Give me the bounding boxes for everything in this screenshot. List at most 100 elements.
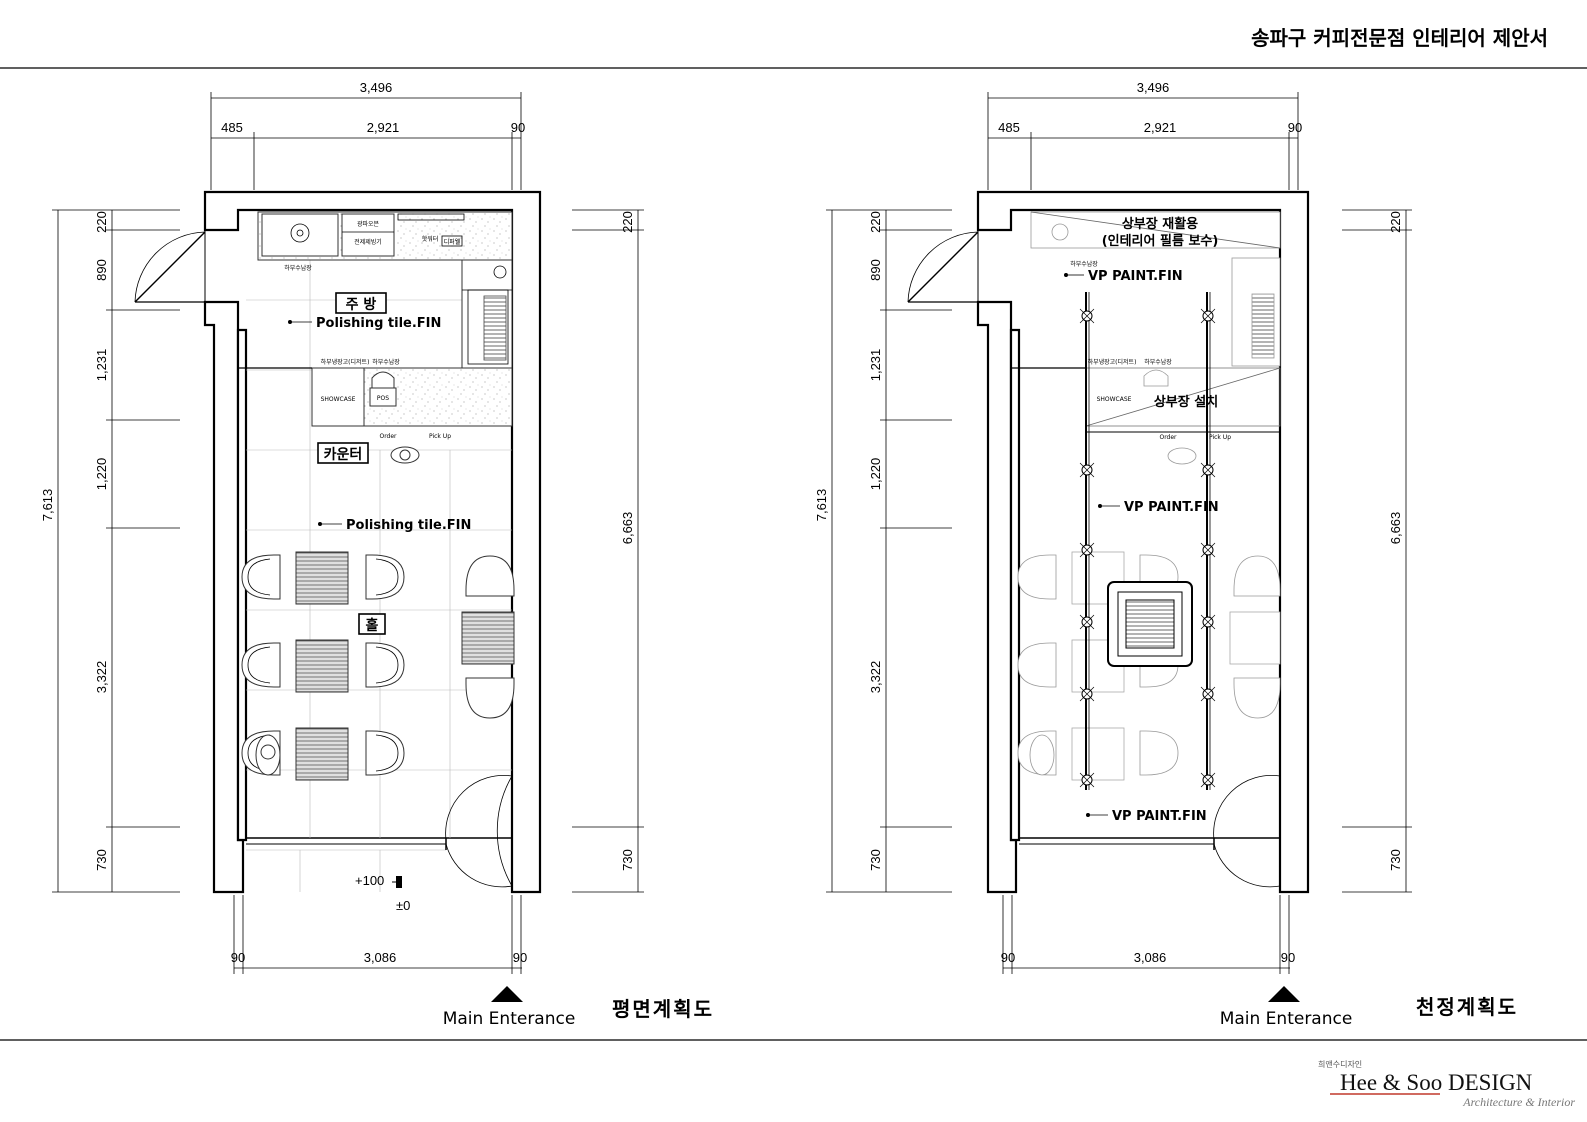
ceiling-ac-cassette-icon: [1107, 581, 1193, 667]
fixture-dessert-fridge: 하부냉장고(디저트): [321, 358, 370, 366]
seated-figure: [255, 734, 281, 776]
floor-plan-title: 평면계획도: [612, 997, 714, 1021]
ceiling-dim-overall-width: 3,496: [1137, 80, 1170, 95]
dim-bottom-inner: 3,086: [364, 950, 397, 965]
ceiling-left-dimensions: 7,613 220 890 1,231 1,220 3,322 730: [814, 209, 952, 893]
ceiling-wall-top: [976, 190, 1310, 894]
ceiling-fixture-dessert-fridge: 하부냉장고(디저트): [1088, 358, 1137, 366]
ceiling-right-dimensions: 220 6,663 730: [1342, 209, 1412, 893]
ceiling-dim-seg-730: 730: [868, 849, 883, 871]
ceiling-fixture-order: Order: [1159, 434, 1177, 441]
dim-seg-890: 890: [94, 259, 109, 281]
logo-tagline: Architecture & Interior: [1462, 1095, 1575, 1109]
table-row-3: [241, 727, 405, 781]
fixture-pickup: Pick Up: [429, 433, 451, 440]
spotlight-icons: [1079, 308, 1216, 788]
fixture-pos: POS: [377, 395, 389, 402]
floor-entrance-label: Main Enterance: [443, 1009, 576, 1029]
dim-right-offset: 90: [511, 120, 525, 135]
dim-left-offset: 485: [221, 120, 243, 135]
ceiling-dim-bottom-right: 90: [1281, 950, 1295, 965]
note-cabinet-film: (인테리어 필름 보수): [1102, 233, 1219, 249]
kitchen-finish: Polishing tile.FIN: [316, 316, 441, 331]
company-logo: 희앤수디자인 Hee & Soo DESIGN Architecture & I…: [1318, 1059, 1575, 1109]
floor-plan: 3,496 485 2,921 90 7,613 220 890 1,231 1…: [40, 80, 714, 1029]
hall-label: 홀: [366, 617, 379, 634]
dim-seg-1220: 1,220: [94, 458, 109, 491]
ceiling-dim-right-height: 6,663: [1388, 512, 1403, 545]
fixture-ice-maker: 전제제빙기: [354, 238, 382, 246]
dim-seg-1231: 1,231: [94, 349, 109, 382]
level-bottom: ±0: [396, 898, 410, 913]
counter-label: 카운터: [324, 447, 363, 463]
ceiling-entrance-label: Main Enterance: [1220, 1009, 1353, 1029]
lighting-track-right: [1206, 292, 1211, 790]
table-right: [461, 555, 515, 719]
ceiling-entrance-arrow-icon: [1268, 986, 1300, 1002]
ceiling-fixture-lower-storage-2: 하부수납장: [1144, 358, 1172, 366]
ceiling-dim-bottom-left: 90: [1001, 950, 1015, 965]
bottom-dimensions: 90 3,086 90: [231, 895, 527, 974]
ceiling-fixture-lower-storage-1: 하부수납장: [1070, 260, 1098, 268]
fixture-oven: 광파오븐: [357, 220, 380, 228]
ceiling-dim-right-offset: 90: [1288, 120, 1302, 135]
ceiling-dim-seg-890: 890: [868, 259, 883, 281]
logo-korean: 희앤수디자인: [1318, 1059, 1362, 1069]
dim-overall-width: 3,496: [360, 80, 393, 95]
ceiling-dim-seg-1231: 1,231: [868, 349, 883, 382]
ceiling-plan: 3,496 485 2,921 90 7,613 220 890 1,231 1…: [814, 80, 1518, 1029]
dim-right-height: 6,663: [620, 512, 635, 545]
table-row-2: [241, 639, 405, 693]
level-top: +100: [355, 873, 384, 888]
top-dimensions: 3,496 485 2,921 90: [210, 80, 525, 190]
ceiling-dim-right-bottom: 730: [1388, 849, 1403, 871]
ceiling-fixture-showcase: SHOWCASE: [1097, 396, 1132, 403]
dim-total-height: 7,613: [40, 489, 55, 522]
ceiling-dim-total-height: 7,613: [814, 489, 829, 522]
counter-label-box: [317, 442, 369, 464]
wall-left-inner: [236, 328, 248, 842]
fixture-hot-water: 핫워터: [422, 235, 439, 243]
note-cabinet-install: 상부장 설치: [1154, 394, 1218, 410]
ceiling-main-door: [1213, 774, 1281, 892]
finish-top: VP PAINT.FIN: [1088, 269, 1183, 284]
fixture-lower-storage-1: 하부수납장: [284, 264, 312, 272]
dim-bottom-left: 90: [231, 950, 245, 965]
ceiling-dim-left-offset: 485: [998, 120, 1020, 135]
finish-mid: VP PAINT.FIN: [1124, 500, 1219, 515]
fixture-order: Order: [379, 433, 397, 440]
note-cabinet-reuse: 상부장 재활용: [1122, 216, 1198, 232]
fixture-showcase: SHOWCASE: [321, 396, 356, 403]
side-door: [134, 230, 206, 303]
logo-name: Hee & Soo DESIGN: [1340, 1070, 1533, 1095]
table-row-1: [241, 551, 405, 605]
customer-figure: [390, 446, 420, 464]
ceiling-wall-left-inner: [1009, 328, 1021, 842]
dim-seg-730: 730: [94, 849, 109, 871]
finish-bottom: VP PAINT.FIN: [1112, 809, 1207, 824]
ceiling-side-door: [907, 230, 979, 303]
ceiling-dim-seg-1220: 1,220: [868, 458, 883, 491]
main-door: [445, 774, 513, 892]
left-dimensions: 7,613 220 890 1,231 1,220 3,322 730: [40, 209, 180, 893]
header-title: 송파구 커피전문점 인테리어 제안서: [1251, 26, 1548, 50]
dim-seg-3322: 3,322: [94, 661, 109, 694]
right-dimensions: 220 6,663 730: [572, 209, 644, 893]
ceiling-dim-right-top: 220: [1388, 211, 1403, 233]
fixture-dipper-well: 디퍼웰: [444, 238, 461, 246]
dim-inner-width: 2,921: [367, 120, 400, 135]
dim-right-top: 220: [620, 211, 635, 233]
ceiling-dim-bottom-inner: 3,086: [1134, 950, 1167, 965]
ceiling-dim-inner-width: 2,921: [1144, 120, 1177, 135]
hall-finish: Polishing tile.FIN: [346, 518, 471, 533]
dim-seg-220: 220: [94, 211, 109, 233]
ceiling-top-dimensions: 3,496 485 2,921 90: [987, 80, 1302, 190]
ceiling-dim-seg-3322: 3,322: [868, 661, 883, 694]
ceiling-fixture-pickup: Pick Up: [1209, 434, 1231, 441]
dim-right-bottom: 730: [620, 849, 635, 871]
ceiling-plan-title: 천정계획도: [1416, 995, 1518, 1019]
ceiling-dim-seg-220: 220: [868, 211, 883, 233]
dim-bottom-right: 90: [513, 950, 527, 965]
wall-top: [203, 190, 542, 894]
